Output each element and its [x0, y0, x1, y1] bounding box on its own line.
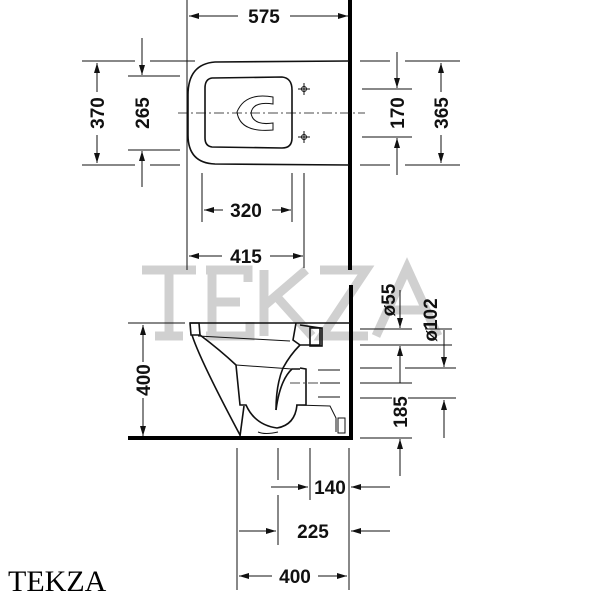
mounting-hole-icon — [298, 83, 310, 95]
dim-diameter-55: ø55 — [379, 283, 400, 316]
dim-distance-140: 140 — [314, 478, 346, 499]
side-view: 400 ø55 ø102 185 140 225 400 — [128, 283, 456, 590]
bowl-outline — [187, 60, 350, 166]
inlet-pipe — [309, 327, 323, 347]
dim-depth-370: 370 — [88, 97, 109, 129]
dim-holes-320: 320 — [230, 201, 262, 222]
dim-diameter-102: ø102 — [421, 298, 442, 341]
dim-depth-400: 400 — [279, 567, 311, 588]
rim-front — [189, 322, 201, 336]
brand-logo: TEKZA — [8, 565, 107, 598]
dim-seat-265: 265 — [133, 97, 154, 129]
dim-holes-170: 170 — [388, 97, 409, 129]
seat-inner-outline — [204, 76, 293, 149]
mounting-hole-icon — [298, 131, 310, 143]
dim-height-400: 400 — [134, 364, 155, 396]
dim-distance-225: 225 — [297, 522, 329, 543]
dim-holes-415: 415 — [230, 247, 262, 268]
bowl-opening — [236, 95, 274, 131]
bowl-front-wall — [191, 334, 241, 436]
top-view: 575 370 265 170 365 320 415 — [82, 0, 460, 270]
dim-outlet-185: 185 — [391, 396, 412, 428]
dim-depth-365: 365 — [432, 97, 453, 129]
dim-width-575: 575 — [248, 7, 280, 28]
watermark-graphic — [142, 257, 443, 341]
trap-outline — [199, 334, 307, 429]
